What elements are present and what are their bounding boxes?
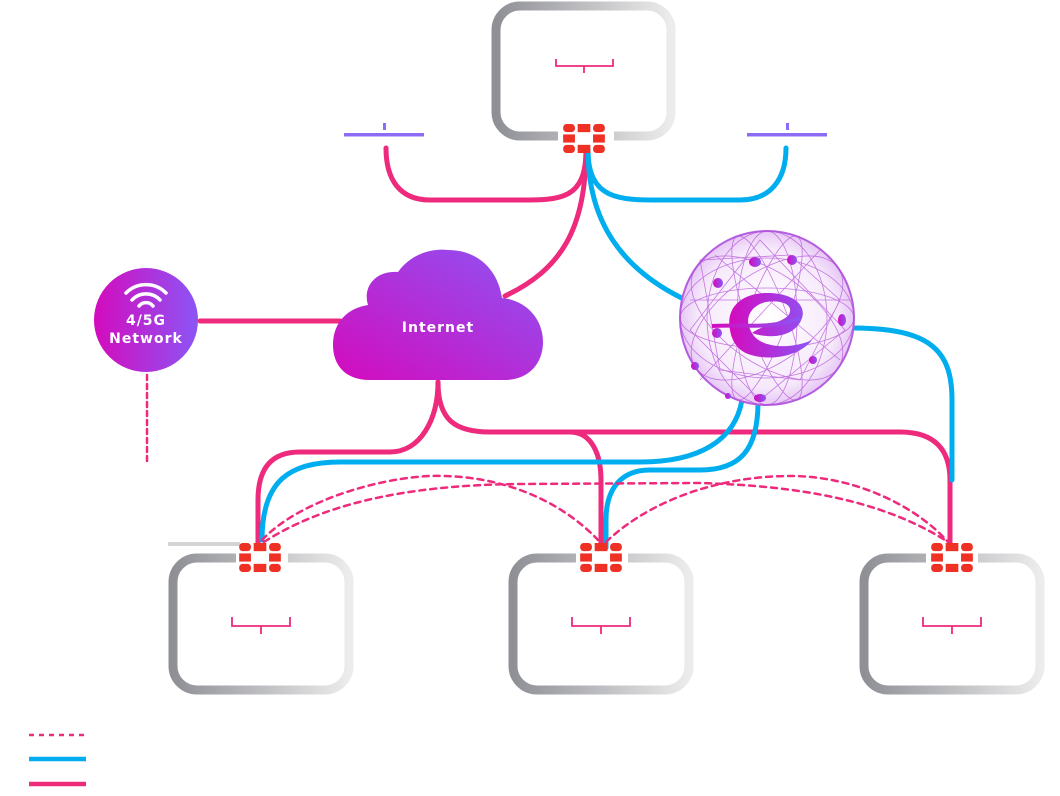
wifi-icon [124, 282, 168, 308]
network-circle [94, 268, 198, 372]
site-branch-center[interactable] [508, 543, 694, 695]
link-hq-cloud-core [585, 147, 693, 305]
device-stem [786, 123, 789, 130]
site-frame [168, 553, 354, 695]
globe-sphere [679, 230, 855, 406]
link-hq-internet [502, 147, 589, 299]
legend [29, 733, 86, 787]
endpoint-left[interactable] [344, 123, 424, 137]
device-stem [383, 123, 386, 130]
network-label-line2: Network [109, 331, 183, 347]
tunnel-center-right [604, 474, 950, 544]
link-hq-endpoint-right [585, 145, 789, 203]
internet-cloud[interactable]: Internet [333, 249, 543, 380]
internet-label: Internet [402, 320, 474, 336]
device-bar [747, 133, 827, 137]
endpoint-right[interactable] [747, 123, 827, 137]
e-logo-icon [711, 292, 812, 358]
rack-bracket-icon [231, 617, 291, 634]
link-hq-endpoint-left [383, 145, 589, 203]
link-core-branch-center [603, 399, 761, 551]
link-internet-branch-left [255, 379, 441, 551]
site-branch-left[interactable] [168, 542, 354, 695]
branch-marker-line [168, 542, 240, 546]
link-core-branch-left [259, 397, 745, 543]
cloud-core-globe[interactable] [670, 229, 864, 406]
cloud-shape [333, 249, 543, 380]
link-core-branch-right [849, 325, 955, 483]
rack-bracket-icon [922, 617, 982, 634]
network-label-line1: 4/5G [126, 313, 166, 329]
site-frame [508, 553, 694, 695]
rack-bracket-icon [555, 59, 614, 73]
tunnel-left-right [262, 481, 947, 544]
link-internet-branch-center [435, 379, 604, 551]
site-branch-right[interactable] [859, 543, 1045, 695]
site-hq[interactable] [491, 1, 676, 153]
links-layer [145, 145, 955, 551]
tunnel-left-center [260, 474, 600, 542]
rack-bracket-icon [571, 617, 631, 634]
network-4g5g[interactable]: 4/5G Network [94, 268, 198, 372]
globe-nodes [691, 255, 846, 402]
globe-mesh [679, 230, 855, 406]
site-frame [859, 553, 1045, 695]
device-bar [344, 133, 424, 137]
